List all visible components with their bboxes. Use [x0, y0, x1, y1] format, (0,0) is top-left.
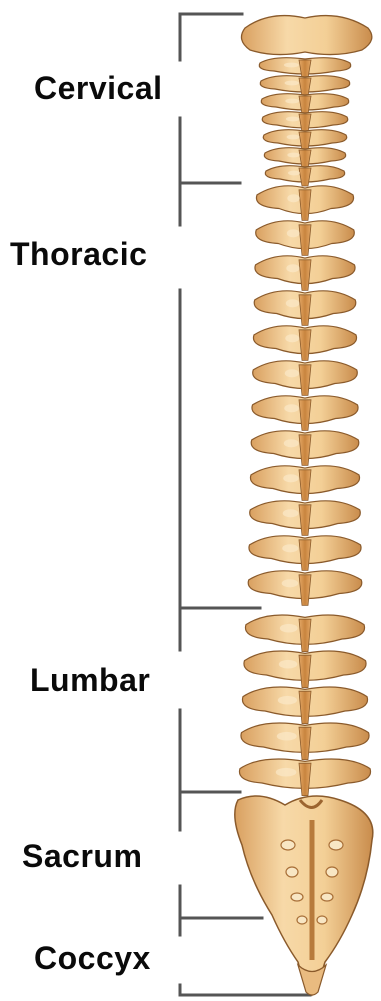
label-coccyx: Coccyx — [34, 942, 151, 974]
label-lumbar: Lumbar — [30, 664, 150, 696]
label-thoracic: Thoracic — [10, 238, 147, 270]
label-cervical: Cervical — [34, 72, 163, 104]
label-sacrum: Sacrum — [22, 840, 142, 872]
